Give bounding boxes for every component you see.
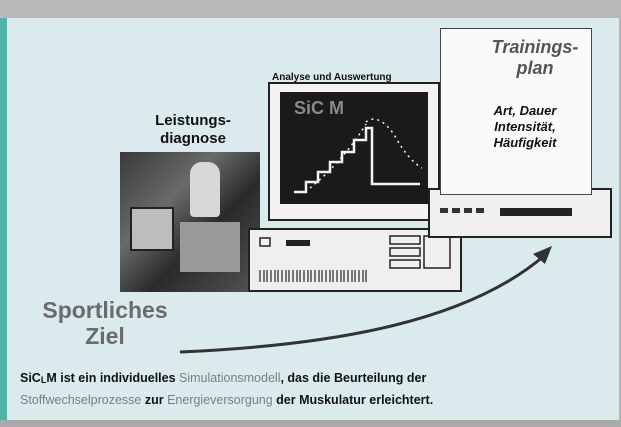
printer-details: [440, 208, 572, 216]
caption-energieversorgung: Energieversorgung: [167, 393, 273, 407]
ergometer-device: [130, 207, 174, 251]
sicm-watermark: SiC M: [294, 98, 345, 118]
simulation-chart: [294, 118, 423, 194]
caption-stoffwechsel: Stoffwechselprozesse: [20, 393, 142, 407]
monitor: SiC M: [268, 82, 440, 221]
trainingsplan-body: Art, Dauer Intensität, Häufigkeit: [493, 103, 557, 150]
bottom-border: [0, 420, 621, 427]
analyse-label: Analyse und Auswertung: [272, 72, 392, 83]
caption-part5: zur: [141, 393, 168, 407]
caption-part1: ist ein individuelles: [56, 371, 180, 385]
top-border: [0, 0, 621, 18]
caption-part3: , das die Beurteilung der: [280, 371, 427, 385]
sportliches-ziel-label: Sportliches Ziel: [42, 297, 168, 349]
monitor-screen: SiC M: [280, 92, 428, 204]
caption-simulationsmodell: Simulationsmodell: [179, 371, 281, 385]
leistungsdiagnose-photo: [120, 152, 260, 292]
trainingsplan-title: Trainings- plan: [491, 37, 579, 78]
caption-sicm-end: M: [46, 371, 57, 385]
caption-sicm-sub: L: [40, 375, 47, 385]
leistungsdiagnose-label: Leistungs- diagnose: [155, 112, 231, 147]
athlete-figure: [190, 162, 220, 217]
left-accent-strip: [0, 18, 7, 427]
staircase-line: [294, 126, 420, 194]
caption-sicm: SiC: [20, 371, 41, 385]
caption-part7: der Muskulatur erleichtert.: [272, 393, 434, 407]
computer-case: [248, 228, 462, 292]
rise-curve: [309, 123, 367, 189]
trainingsplan-paper: Trainings- plan Art, Dauer Intensität, H…: [440, 28, 592, 195]
case-details: [259, 235, 451, 282]
caption: SiCLM ist ein individuelles Simulationsm…: [20, 368, 615, 410]
equipment-cart: [180, 222, 240, 272]
